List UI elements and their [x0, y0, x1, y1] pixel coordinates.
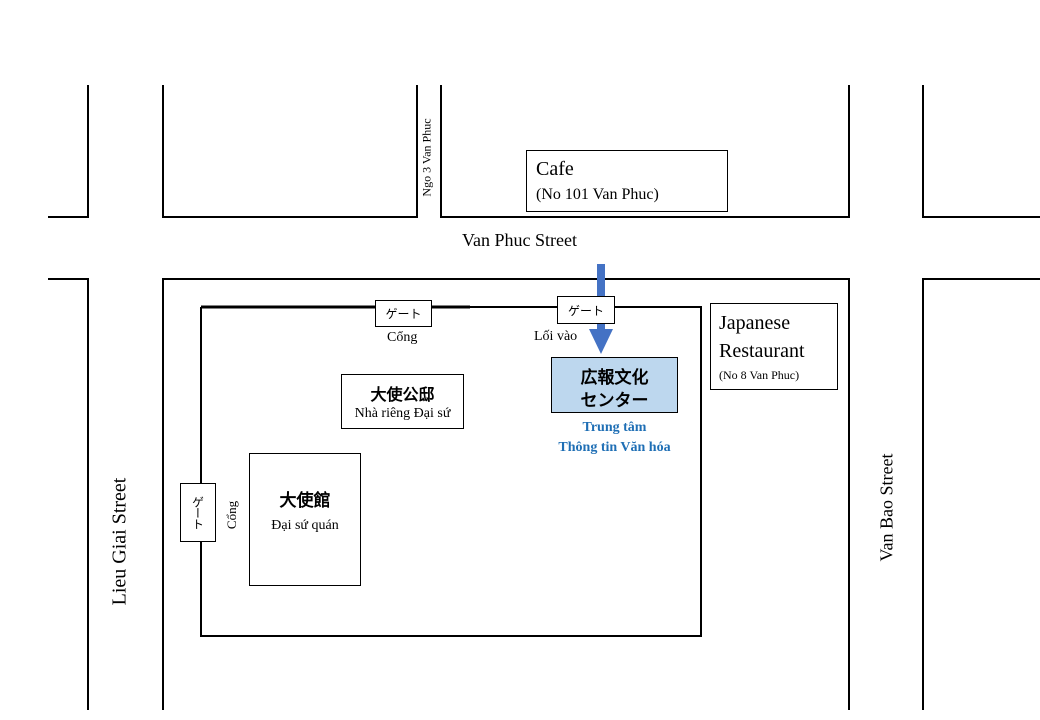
info-center-jp-line1: 広報文化 [580, 368, 649, 388]
residence-vn: Nhà riêng Đại sứ [354, 406, 451, 421]
japanese-restaurant-box: Japanese Restaurant (No 8 Van Phuc) [710, 303, 838, 390]
van-bao-street-label: Van Bao Street [876, 453, 897, 562]
van-phuc-street-label: Van Phuc Street [462, 230, 577, 250]
entrance-arrow-head [589, 329, 613, 354]
info-center-vn-line2: Thông tin Văn hóa [558, 440, 671, 455]
restaurant-name-line1: Japanese [719, 312, 791, 334]
ngo3-van-phuc-label: Ngo 3 Van Phuc [419, 118, 434, 197]
gate-top-right: ゲート [557, 296, 615, 324]
embassy-vn: Đại sứ quán [271, 518, 339, 533]
embassy-box: 大使館 Đại sứ quán [249, 453, 361, 586]
road-edge [440, 85, 850, 218]
road-edge [48, 85, 89, 218]
cafe-name: Cafe [536, 158, 574, 180]
gate-left: ゲート [180, 483, 216, 542]
embassy-jp: 大使館 [279, 491, 331, 511]
road-edge [922, 278, 1040, 710]
road-edge [48, 278, 89, 710]
gate-top-left-label: Cổng [387, 330, 418, 345]
road-edge [162, 85, 418, 218]
restaurant-name-line2: Restaurant [719, 340, 805, 362]
info-center-vn-line1: Trung tâm [582, 420, 647, 435]
info-center-box: 広報文化 センター [551, 357, 678, 413]
gate-top-left: ゲート [375, 300, 432, 327]
cafe-box: Cafe (No 101 Van Phuc) [526, 150, 728, 212]
lieu-giai-street-label: Lieu Giai Street [108, 477, 131, 606]
road-edge [922, 85, 1040, 218]
residence-box: 大使公邸 Nhà riêng Đại sứ [341, 374, 464, 429]
restaurant-address: (No 8 Van Phuc) [719, 368, 800, 382]
road-edge [162, 278, 850, 710]
gate-left-label: Cổng [224, 500, 239, 530]
residence-jp: 大使公邸 [370, 385, 435, 404]
info-center-jp-line2: センター [580, 391, 649, 411]
cafe-address: (No 101 Van Phuc) [536, 186, 659, 203]
gate-top-right-label: Lối vào [534, 329, 578, 344]
